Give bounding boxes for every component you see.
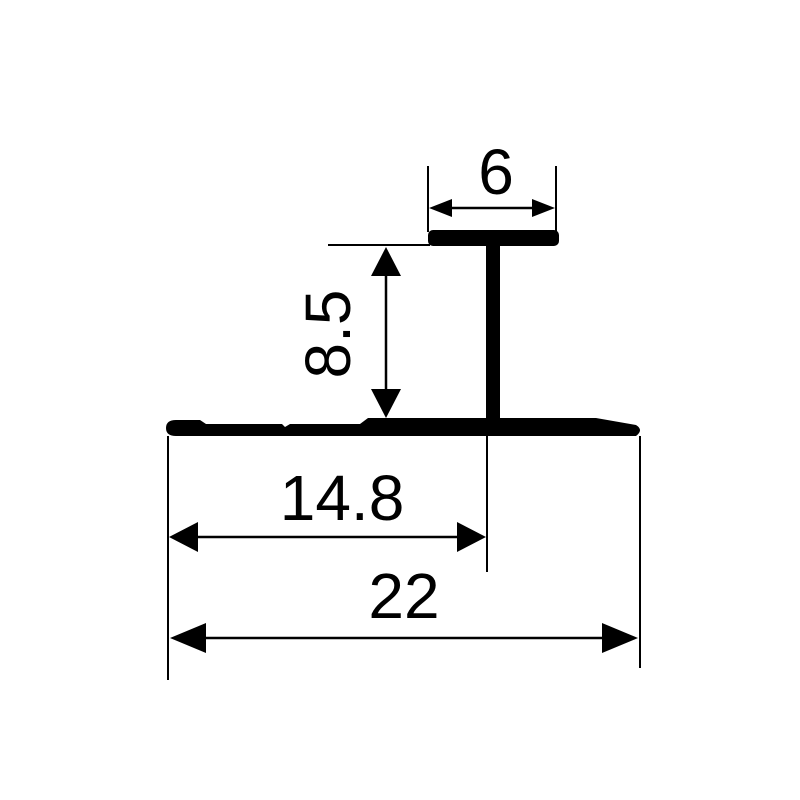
dimension-total-width: 22 <box>170 436 641 668</box>
arrowhead-right <box>457 522 486 552</box>
height-label: 8.5 <box>292 290 364 379</box>
arrowhead-bottom <box>371 389 401 418</box>
base-plate-left <box>166 420 360 436</box>
arrowhead-left <box>170 623 206 653</box>
arrowhead-right <box>532 199 555 217</box>
vertical-web <box>486 244 500 422</box>
arrowhead-left <box>169 522 198 552</box>
dimension-height: 8.5 <box>292 244 430 418</box>
partial-width-label: 14.8 <box>280 462 405 534</box>
arrowhead-right <box>602 623 638 653</box>
base-plate-right <box>360 418 640 436</box>
t-profile <box>166 230 640 436</box>
dimension-flange-width: 6 <box>427 136 557 232</box>
total-width-label: 22 <box>368 560 439 632</box>
arrowhead-left <box>429 199 452 217</box>
dimension-partial-width: 14.8 <box>167 422 488 680</box>
arrowhead-top <box>371 247 401 276</box>
flange-width-label: 6 <box>478 136 514 208</box>
top-flange <box>428 230 559 246</box>
